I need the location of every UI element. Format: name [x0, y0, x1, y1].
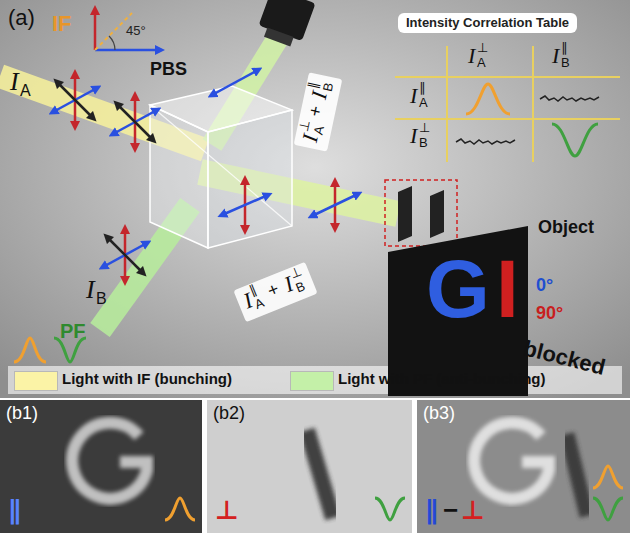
polarization-superscript: ⊥ — [477, 41, 488, 55]
table-title: Intensity Correlation Table — [406, 16, 569, 30]
legend-swatch — [290, 371, 334, 391]
legend-text: Light with PF (anti-bunching) — [338, 371, 545, 388]
filter-label: IF — [52, 12, 72, 36]
image-ground — [0, 400, 202, 533]
axis-horizontal — [95, 49, 160, 52]
image-ground — [417, 400, 630, 533]
polarization-mark: ⊥ — [461, 496, 485, 525]
intensity-symbol: I — [86, 276, 95, 305]
cube-diagonal — [150, 105, 292, 226]
intensity-symbol: I — [410, 124, 417, 148]
plus-sign: + — [265, 279, 282, 301]
axis-vertical — [94, 10, 97, 50]
camera-lens — [264, 27, 294, 46]
image-ground — [207, 400, 412, 533]
camera — [256, 0, 316, 49]
legend-swatch — [14, 371, 58, 391]
polarization-superscript: ∥ — [306, 81, 321, 90]
beam-subscript: B — [419, 136, 428, 150]
ghost-g — [72, 423, 147, 499]
grid-line — [446, 46, 448, 162]
pol-arrow — [117, 104, 153, 140]
antibunching-symbol — [593, 498, 623, 520]
intensity-symbol: I — [552, 44, 559, 68]
grid-line — [395, 76, 620, 78]
minus-sign: − — [443, 496, 458, 525]
ghost-i — [567, 434, 587, 516]
legend-strip — [8, 366, 622, 394]
cube-left — [150, 105, 208, 248]
polarization-arrows — [53, 70, 358, 281]
plus-sign: + — [305, 104, 327, 118]
object-letter: G — [426, 244, 490, 334]
lens-box — [385, 180, 457, 246]
image-label: (b1) — [6, 404, 38, 424]
polarization-superscript: ∥ — [419, 81, 426, 95]
antibunching-symbol — [375, 498, 405, 520]
image-label: (b3) — [423, 404, 455, 424]
bunching-symbol — [593, 466, 623, 488]
polarization-angle: 0° — [536, 276, 553, 296]
beam-subscript: A — [477, 56, 486, 70]
polarization-superscript: ∥ — [561, 41, 568, 55]
panel-label: (a) — [8, 6, 35, 30]
object-title: Object — [538, 218, 594, 238]
table-grid — [395, 46, 620, 162]
intensity-symbol: I — [468, 44, 475, 68]
polarization-superscript: ⊥ — [419, 121, 430, 135]
lens-plate — [430, 190, 444, 238]
angle-label: 45° — [126, 24, 146, 38]
pol-arrow — [212, 70, 258, 95]
object-letter: I — [496, 244, 519, 334]
polarization-mark: ⊥ — [215, 496, 239, 525]
beam-subscript: B — [96, 290, 107, 308]
pol-arrow — [312, 194, 358, 216]
bunching-symbol — [165, 498, 195, 520]
grid-line — [532, 46, 534, 162]
result-image: (b2) ⊥ — [207, 400, 412, 533]
noise-curve — [456, 139, 515, 144]
pol-arrow — [57, 82, 93, 118]
grid-line — [395, 118, 620, 120]
noise-curve — [540, 96, 599, 101]
polarization-superscript: ⊥ — [297, 119, 313, 133]
lens-plate — [398, 186, 412, 242]
pol-arrow — [222, 195, 268, 215]
result-image: (b3) ∥−⊥ — [417, 400, 630, 533]
bunching-curve — [466, 84, 510, 114]
image-label: (b2) — [213, 404, 245, 424]
polarization-mark: ∥ — [8, 496, 21, 525]
ghost-i — [307, 430, 333, 518]
table-heading: Intensity Correlation Table — [398, 13, 577, 33]
ghost-g — [474, 423, 549, 499]
antibunching-curve — [552, 124, 598, 156]
polarization-angle: 90° — [536, 304, 563, 324]
cube-right — [208, 110, 292, 248]
angle-arc — [109, 36, 115, 50]
pol-arrow — [107, 237, 143, 273]
intensity-symbol: I — [10, 68, 19, 97]
polarization-mark: ∥ — [425, 496, 438, 525]
beam-subscript: B — [561, 56, 570, 70]
beam-subscript: A — [419, 96, 428, 110]
intensity-symbol: I — [410, 84, 417, 108]
background — [0, 0, 630, 398]
bunching-symbol — [14, 338, 46, 362]
component-label: PBS — [150, 60, 187, 80]
legend-text: Light with IF (bunching) — [62, 371, 232, 388]
filter-label: PF — [60, 320, 86, 342]
object-panel: ObjectGI0°90°blocked — [388, 218, 630, 396]
result-image: (b1) ∥ — [0, 400, 202, 533]
beam-subscript: A — [20, 82, 31, 100]
